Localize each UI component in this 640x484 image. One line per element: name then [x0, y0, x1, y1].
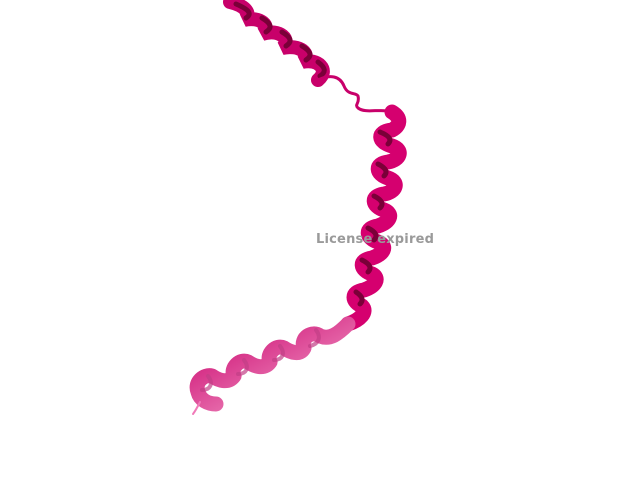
loop-segment [316, 75, 394, 114]
helix-segment-bottom [189, 316, 356, 415]
license-watermark: License expired [316, 232, 435, 247]
helix-segment-middle [340, 104, 407, 332]
helix-segment-top [223, 0, 330, 87]
